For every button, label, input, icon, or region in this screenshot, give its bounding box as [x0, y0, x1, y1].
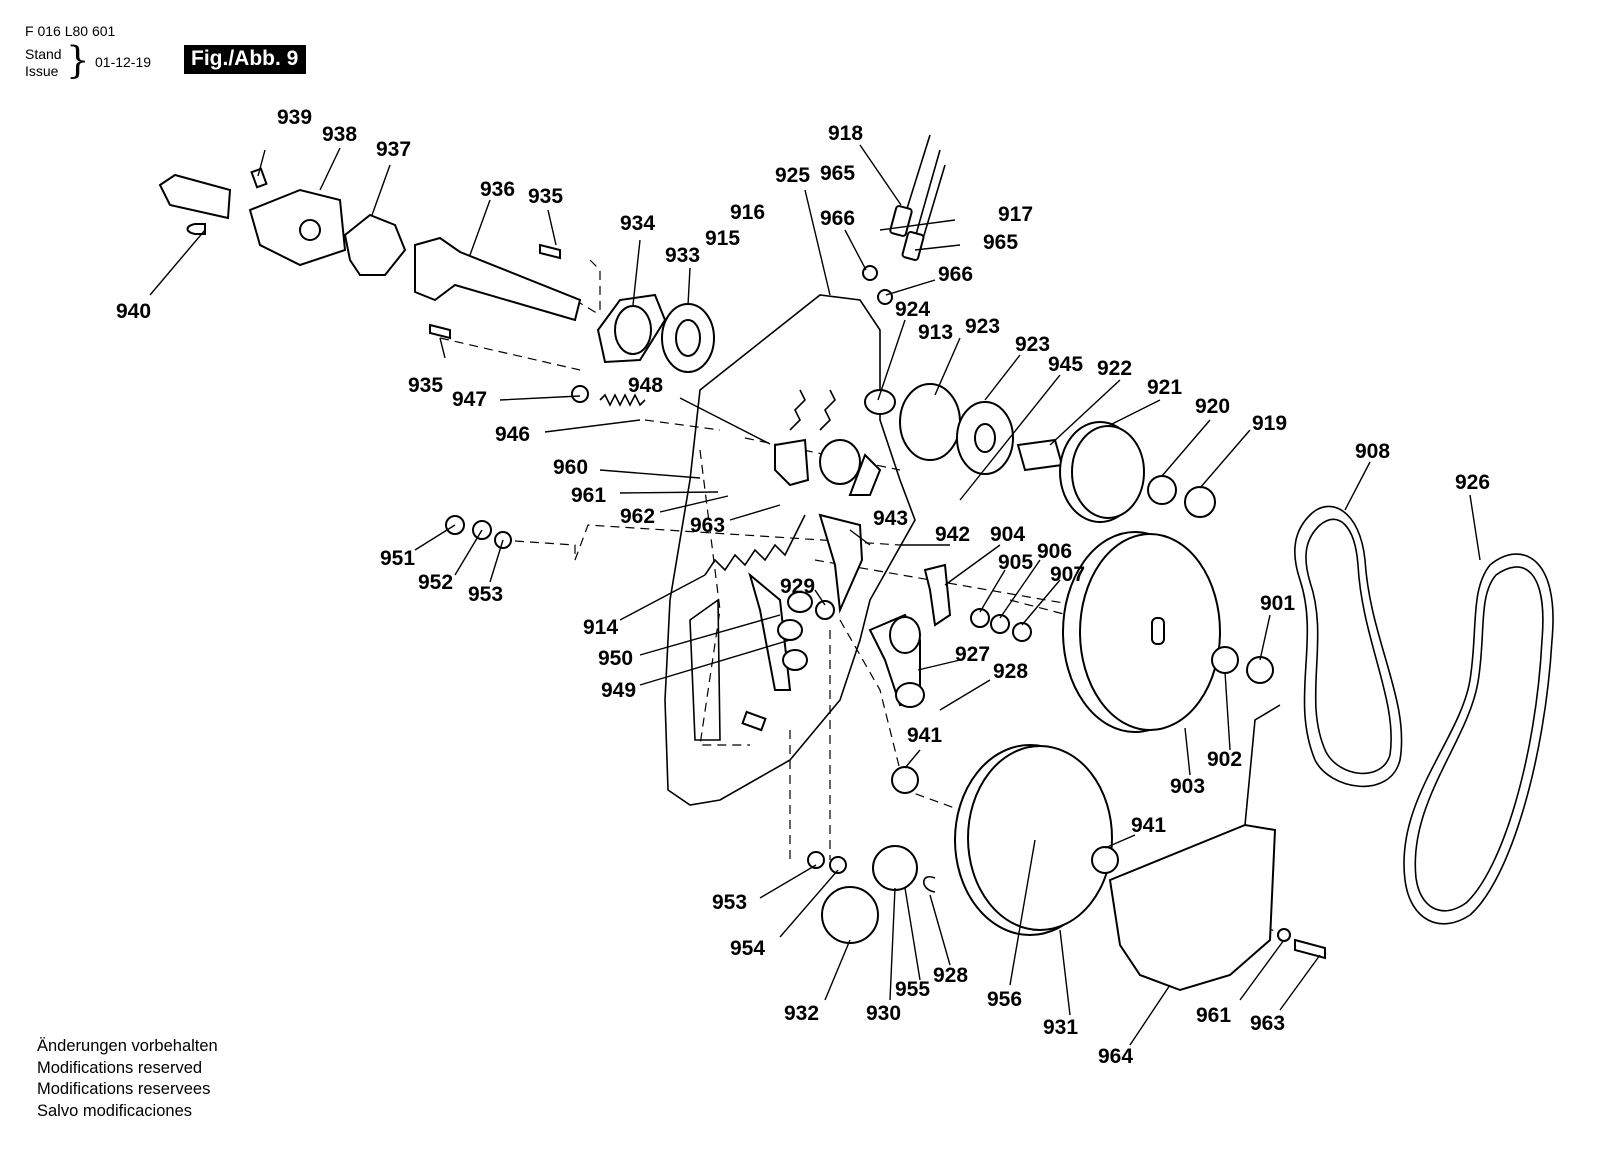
part-number-label: 926 — [1455, 471, 1490, 494]
part-number-label: 966 — [938, 263, 973, 286]
part-number-label: 933 — [665, 244, 700, 267]
part-number-label: 938 — [322, 123, 357, 146]
part-number-label: 903 — [1170, 775, 1205, 798]
part-number-label: 942 — [935, 523, 970, 546]
part-number-label: 950 — [598, 647, 633, 670]
part-number-label: 920 — [1195, 395, 1230, 418]
part-number-label: 947 — [452, 388, 487, 411]
modifications-notice: Änderungen vorbehalten Modifications res… — [37, 1036, 218, 1122]
stand-label: Stand — [25, 46, 62, 62]
part-number-label: 918 — [828, 122, 863, 145]
part-number-label: 937 — [376, 138, 411, 161]
part-number-label: 941 — [907, 724, 942, 747]
part-number-label: 961 — [1196, 1004, 1231, 1027]
part-number-label: 965 — [820, 162, 855, 185]
issue-date: 01-12-19 — [95, 54, 152, 70]
modification-line: Salvo modificaciones — [37, 1101, 192, 1120]
part-number-label: 916 — [730, 201, 765, 224]
part-number-label: 935 — [528, 185, 563, 208]
part-number-label: 966 — [820, 207, 855, 230]
part-number-label: 943 — [873, 507, 908, 530]
part-number-label: 963 — [1250, 1012, 1285, 1035]
part-number-label: 931 — [1043, 1016, 1078, 1039]
part-number-label: 955 — [895, 978, 930, 1001]
part-number-label: 951 — [380, 547, 415, 570]
modification-line: Modifications reservees — [37, 1080, 211, 1098]
part-number-label: 941 — [1131, 814, 1166, 837]
part-number-label: 923 — [1015, 333, 1050, 356]
part-number-label: 901 — [1260, 592, 1295, 615]
part-number-label: 940 — [116, 300, 151, 323]
part-number-label: 915 — [705, 227, 740, 250]
part-number-label: 960 — [553, 456, 588, 479]
issue-label: Issue — [25, 63, 59, 79]
part-number-label: 935 — [408, 374, 443, 397]
part-number-label: 929 — [780, 575, 815, 598]
part-number-label: 905 — [998, 551, 1033, 574]
part-number-label: 923 — [965, 315, 1000, 338]
part-number-label: 953 — [712, 891, 747, 914]
part-number-label: 921 — [1147, 376, 1182, 399]
part-number-label: 954 — [730, 937, 765, 960]
modification-line: Modifications reserved — [37, 1058, 203, 1077]
part-number-label: 928 — [933, 964, 968, 987]
part-number-label: 963 — [690, 514, 725, 537]
document-number: F 016 L80 601 — [25, 23, 116, 39]
part-number-label: 925 — [775, 164, 810, 187]
part-number-label: 919 — [1252, 412, 1287, 435]
part-number-label: 917 — [998, 203, 1033, 226]
part-number-label: 956 — [987, 988, 1022, 1011]
part-number-label: 913 — [918, 321, 953, 344]
part-number-label: 965 — [983, 231, 1018, 254]
part-number-label: 932 — [784, 1002, 819, 1025]
modification-line: Änderungen vorbehalten — [37, 1037, 218, 1055]
part-number-label: 961 — [571, 484, 606, 507]
part-number-label: 924 — [895, 298, 930, 321]
part-number-label: 939 — [277, 106, 312, 129]
part-number-label: 928 — [993, 660, 1028, 683]
part-number-label: 902 — [1207, 748, 1242, 771]
figure-badge: Fig./Abb. 9 — [184, 45, 307, 74]
parts-artwork — [149, 134, 1554, 1046]
part-number-label: 914 — [583, 616, 618, 639]
part-number-label: 948 — [628, 374, 663, 397]
part-number-label: 946 — [495, 423, 530, 446]
part-number-label: 922 — [1097, 357, 1132, 380]
part-number-label: 953 — [468, 583, 503, 606]
part-number-label: 904 — [990, 523, 1025, 546]
part-number-label: 908 — [1355, 440, 1390, 463]
part-number-label: 936 — [480, 178, 515, 201]
part-number-label: 907 — [1050, 563, 1085, 586]
part-number-label: 962 — [620, 505, 655, 528]
part-number-label: 927 — [955, 643, 990, 666]
part-number-label: 934 — [620, 212, 655, 235]
part-number-label: 930 — [866, 1002, 901, 1025]
part-number-label: 952 — [418, 571, 453, 594]
brace-glyph: } — [66, 39, 90, 82]
part-number-label: 949 — [601, 679, 636, 702]
part-number-label: 906 — [1037, 540, 1072, 563]
part-number-label: 945 — [1048, 353, 1083, 376]
part-number-label: 964 — [1098, 1045, 1133, 1068]
